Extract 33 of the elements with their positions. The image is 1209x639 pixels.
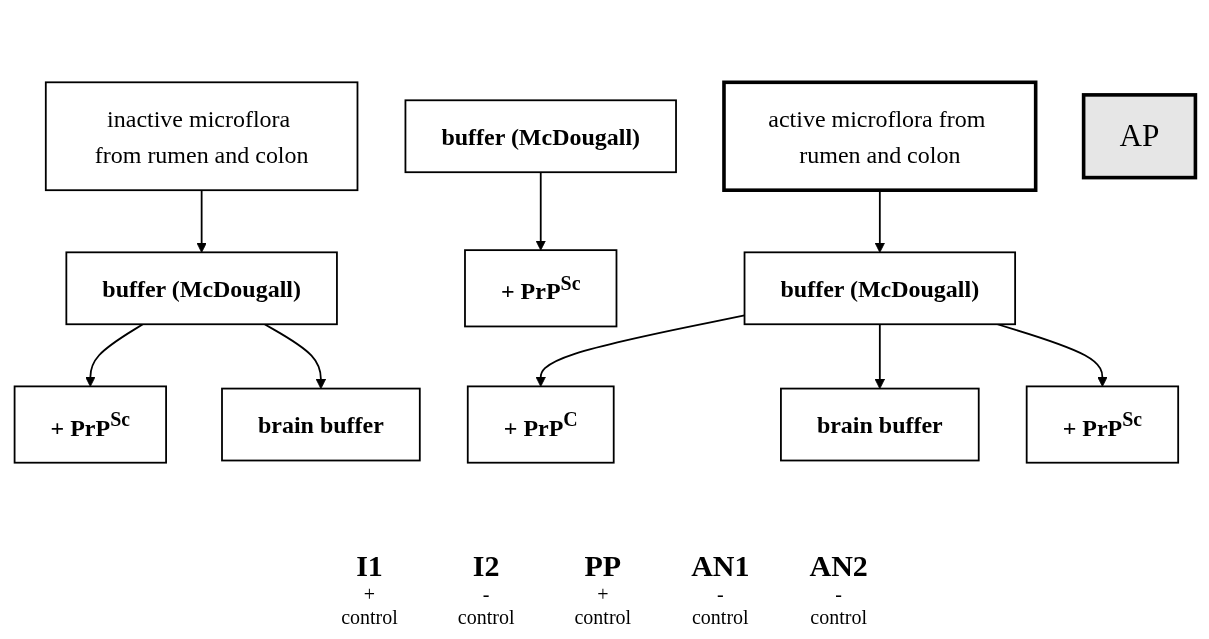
- node-box: + PrP$^{C}$: [466, 385, 615, 464]
- control-label: control: [457, 606, 515, 629]
- control-sign: -: [716, 583, 724, 606]
- sample-code: PP: [584, 549, 622, 583]
- node-box: + PrP$^{Sc}$: [13, 385, 167, 464]
- arrow: [874, 323, 885, 390]
- node-box: brain buffer: [779, 387, 980, 462]
- sample-code: AN2: [809, 549, 868, 583]
- sample-code: I1: [356, 549, 383, 583]
- node-box: brain buffer: [220, 387, 421, 462]
- arrow: [534, 314, 745, 387]
- node-box: + PrP$^{Sc}$: [463, 249, 617, 328]
- control-sign: -: [482, 583, 490, 606]
- node-box: buffer (McDougall): [743, 251, 1016, 326]
- node-box: buffer (McDougall): [64, 251, 338, 326]
- arrow: [195, 189, 207, 253]
- arrow: [263, 323, 326, 390]
- control-label: control: [810, 606, 867, 629]
- node-box: active microflora from rumen and colon: [721, 80, 1037, 192]
- control-label: control: [341, 606, 398, 629]
- control-label: control: [692, 606, 749, 629]
- control-label: control: [574, 606, 632, 629]
- control-sign: +: [597, 583, 609, 606]
- arrow: [84, 323, 144, 387]
- control-sign: +: [363, 583, 376, 606]
- node-box: AP: [1081, 93, 1197, 180]
- node-box: + PrP$^{Sc}$: [1025, 385, 1179, 464]
- arrow: [534, 171, 546, 251]
- node-box: buffer (McDougall): [404, 99, 677, 174]
- sample-code: AN1: [691, 549, 750, 583]
- control-sign: -: [835, 583, 842, 606]
- node-box: inactive microflora from rumen and colon: [44, 81, 358, 192]
- sample-code: I2: [472, 549, 500, 583]
